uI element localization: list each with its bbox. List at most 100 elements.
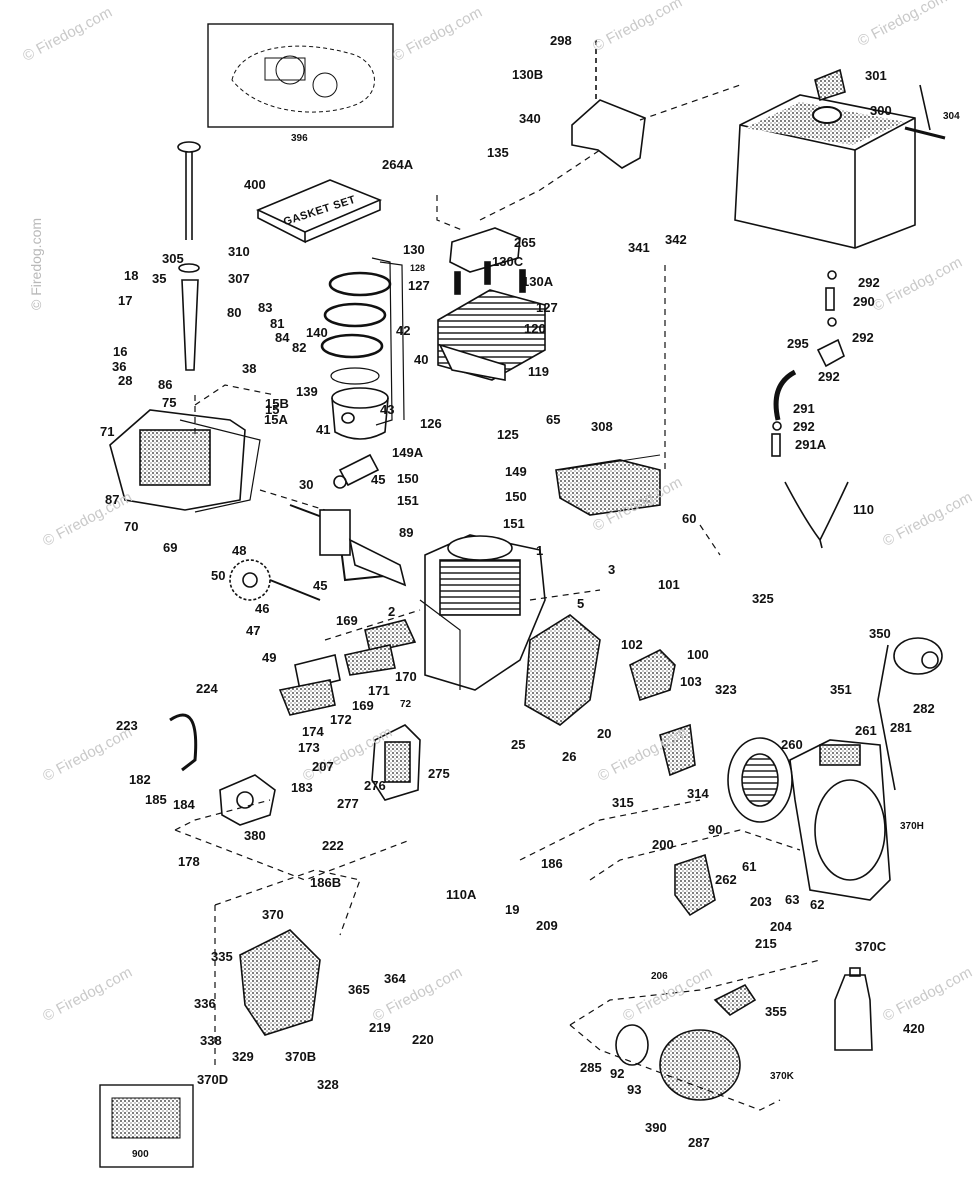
callout-186B: 186B — [310, 875, 342, 890]
callout-126: 126 — [420, 416, 442, 431]
callout-1: 1 — [536, 543, 544, 558]
control-cover — [239, 929, 321, 1036]
carburetor — [219, 774, 276, 826]
callout-370K: 370K — [770, 1071, 794, 1082]
callout-300: 300 — [870, 103, 892, 118]
callout-92: 92 — [610, 1066, 625, 1081]
callout-50: 50 — [211, 568, 226, 583]
overhaul-kit-inset — [207, 23, 394, 128]
callout-204: 204 — [770, 919, 792, 934]
callout-171: 171 — [368, 683, 390, 698]
callout-203: 203 — [750, 894, 772, 909]
callout-209: 209 — [536, 918, 558, 933]
callout-18: 18 — [124, 268, 139, 283]
callout-2: 2 — [388, 604, 396, 619]
callout-16: 16 — [113, 344, 128, 359]
callout-200: 200 — [652, 837, 674, 852]
callout-70: 70 — [124, 519, 139, 534]
callout-400: 400 — [244, 177, 266, 192]
recoil-starter — [615, 983, 757, 1101]
callout-169a: 169 — [336, 613, 358, 628]
callout-49: 49 — [262, 650, 277, 665]
kit-396-label: 396 — [291, 133, 308, 144]
callout-130: 130 — [403, 242, 425, 257]
callout-61: 61 — [742, 859, 757, 874]
callout-184: 184 — [173, 797, 195, 812]
callout-390: 390 — [645, 1120, 667, 1135]
callout-120: 120 — [524, 321, 546, 336]
callout-72: 72 — [400, 699, 412, 710]
solid-state-ignition — [629, 649, 676, 702]
breather-cover — [555, 459, 661, 516]
callout-174: 174 — [302, 724, 324, 739]
callout-341: 341 — [628, 240, 650, 255]
callout-183: 183 — [291, 780, 313, 795]
bracket — [571, 40, 646, 169]
dipstick — [177, 141, 201, 371]
callout-298: 298 — [550, 33, 572, 48]
callout-17: 17 — [118, 293, 133, 308]
callout-15: 15 — [265, 402, 280, 417]
callout-19: 19 — [505, 902, 520, 917]
callout-130B: 130B — [512, 67, 544, 82]
callout-370C: 370C — [855, 939, 887, 954]
callout-81: 81 — [270, 316, 285, 331]
fuel-tank — [734, 68, 946, 249]
callout-292a: 292 — [858, 275, 880, 290]
callout-151b: 151 — [503, 516, 525, 531]
callout-350: 350 — [869, 626, 891, 641]
callout-262: 262 — [715, 872, 737, 887]
callout-287: 287 — [688, 1135, 710, 1150]
exhaust-shield — [559, 454, 661, 471]
callout-101: 101 — [658, 577, 680, 592]
callout-207: 207 — [312, 759, 334, 774]
callout-182: 182 — [129, 772, 151, 787]
callout-35: 35 — [152, 271, 167, 286]
callout-173: 173 — [298, 740, 320, 755]
callout-351: 351 — [830, 682, 852, 697]
callout-315: 315 — [612, 795, 634, 810]
fuel-line — [771, 270, 845, 457]
callout-260: 260 — [781, 737, 803, 752]
callout-100: 100 — [687, 647, 709, 662]
short-block-kit-inset — [99, 1084, 194, 1168]
callout-292b: 292 — [852, 330, 874, 345]
governor-control — [674, 853, 716, 917]
assembly-leaders — [174, 84, 821, 1111]
callout-285: 285 — [580, 1060, 602, 1075]
callout-277: 277 — [337, 796, 359, 811]
piston — [331, 387, 389, 440]
callout-28: 28 — [118, 373, 133, 388]
callout-84: 84 — [275, 330, 290, 345]
callout-370a: 370 — [262, 907, 284, 922]
kit-900-label: 900 — [132, 1149, 149, 1160]
head-gasket — [449, 227, 521, 273]
connecting-rod — [333, 453, 380, 489]
blower-housing — [789, 739, 891, 901]
callout-220: 220 — [412, 1032, 434, 1047]
callout-206: 206 — [651, 971, 668, 982]
callout-219: 219 — [369, 1020, 391, 1035]
callout-370H: 370H — [900, 821, 924, 832]
callout-150a: 150 — [397, 471, 419, 486]
callout-223: 223 — [116, 718, 138, 733]
callout-282: 282 — [913, 701, 935, 716]
callout-335: 335 — [211, 949, 233, 964]
callout-110: 110 — [853, 502, 874, 517]
callout-135: 135 — [487, 145, 509, 160]
callout-139: 139 — [296, 384, 318, 399]
callout-149: 149 — [505, 464, 527, 479]
callout-15B: 15B — [265, 396, 289, 411]
callout-292c: 292 — [818, 369, 840, 384]
callout-370D: 370D — [197, 1072, 229, 1087]
callout-62: 62 — [810, 897, 825, 912]
oil-bottle — [834, 967, 873, 1051]
muffler — [371, 724, 421, 801]
callout-338: 338 — [200, 1033, 222, 1048]
callout-63: 63 — [785, 892, 800, 907]
callout-42: 42 — [396, 323, 411, 338]
callout-365: 365 — [348, 982, 370, 997]
callout-170: 170 — [395, 669, 417, 684]
callout-80: 80 — [227, 305, 242, 320]
